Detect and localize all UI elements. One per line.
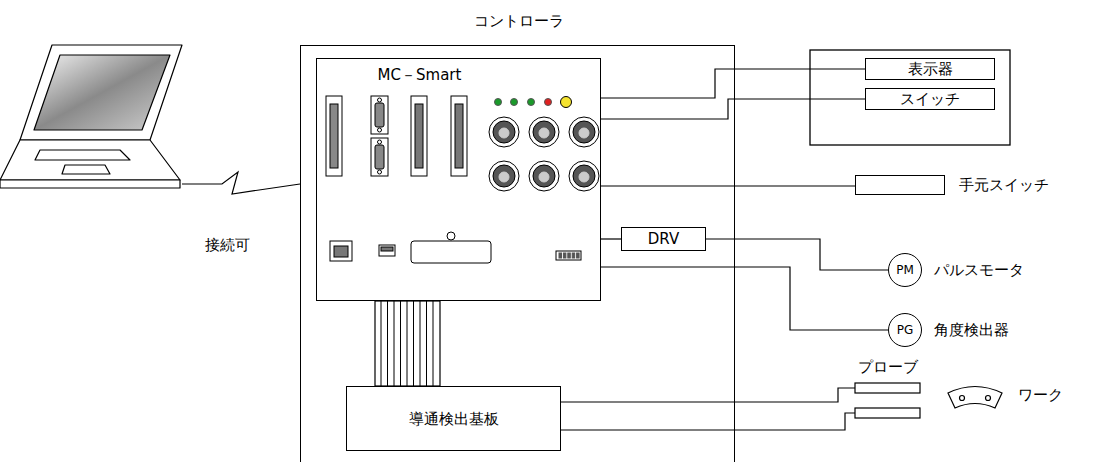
wire bbox=[601, 69, 865, 98]
board-part bbox=[379, 245, 395, 256]
board-part bbox=[561, 97, 572, 108]
board-illustration bbox=[316, 58, 601, 301]
process-box: 導通検出基板 bbox=[346, 386, 561, 451]
board-part bbox=[573, 121, 595, 143]
board-part bbox=[381, 247, 393, 251]
node-label: PG bbox=[897, 323, 914, 337]
node-label: 導通検出基板 bbox=[409, 410, 499, 428]
board-part bbox=[569, 117, 599, 147]
board-part bbox=[378, 98, 382, 102]
board-part bbox=[493, 165, 515, 187]
board-part bbox=[378, 128, 382, 132]
board-part bbox=[499, 128, 509, 138]
board-part bbox=[559, 253, 562, 258]
board-part bbox=[415, 104, 423, 168]
probe bbox=[855, 408, 920, 418]
board-part bbox=[334, 246, 348, 257]
wire bbox=[706, 239, 888, 270]
board-part bbox=[579, 172, 589, 182]
node-label: MC－Smart bbox=[378, 66, 462, 84]
board-part bbox=[577, 253, 580, 258]
side-label: パルスモータ bbox=[934, 261, 1024, 279]
ribbon-cable bbox=[375, 301, 440, 386]
board-part bbox=[375, 145, 384, 169]
encoder-circle: PG角度検出器 bbox=[888, 313, 922, 347]
wire bbox=[601, 186, 855, 187]
board-part bbox=[455, 104, 463, 168]
board-part bbox=[579, 128, 589, 138]
board-part bbox=[375, 103, 384, 127]
board-part bbox=[539, 128, 549, 138]
board-part bbox=[572, 253, 575, 258]
side-label: 角度検出器 bbox=[934, 321, 1009, 339]
board-part bbox=[326, 96, 342, 176]
node-label: コントローラ bbox=[474, 12, 564, 30]
board-part bbox=[529, 117, 559, 147]
board-part bbox=[489, 117, 519, 147]
node-label: PM bbox=[896, 263, 914, 277]
board-part bbox=[495, 99, 502, 106]
controller-box: コントローラMC－Smart導通検出基板DRV bbox=[300, 45, 735, 462]
board-part bbox=[563, 253, 566, 258]
board-part bbox=[539, 172, 549, 182]
note-label: 接続可 bbox=[205, 236, 250, 254]
node-label: スイッチ bbox=[900, 90, 960, 108]
wire bbox=[601, 239, 621, 240]
board-part bbox=[371, 96, 388, 134]
board-part bbox=[533, 165, 555, 187]
work-piece bbox=[948, 387, 1002, 409]
board-part bbox=[378, 140, 382, 144]
board-part bbox=[556, 251, 581, 260]
wire bbox=[601, 267, 888, 330]
part-label: ワーク bbox=[1018, 386, 1063, 404]
board-part bbox=[411, 96, 427, 176]
probe-wire bbox=[560, 388, 855, 430]
board-part bbox=[528, 99, 535, 106]
board-part bbox=[573, 165, 595, 187]
node-label: 手元スイッチ bbox=[959, 176, 1049, 194]
board-part bbox=[489, 161, 519, 191]
switch-box: スイッチ bbox=[865, 88, 995, 110]
wire bbox=[601, 99, 865, 119]
board-part bbox=[330, 241, 352, 261]
hand-switch-box: 手元スイッチ bbox=[855, 175, 945, 195]
board-part bbox=[493, 121, 515, 143]
panel-enclosure bbox=[810, 50, 1010, 145]
board-part bbox=[568, 253, 571, 258]
comm-link bbox=[182, 172, 300, 194]
board-part bbox=[529, 161, 559, 191]
board-part bbox=[378, 170, 382, 174]
board-part bbox=[371, 138, 388, 176]
board-part bbox=[411, 241, 491, 263]
board-part bbox=[511, 99, 518, 106]
board-part bbox=[533, 121, 555, 143]
board-part bbox=[569, 161, 599, 191]
board-part bbox=[330, 104, 338, 168]
node-label: 表示器 bbox=[908, 60, 953, 78]
part-label: プローブ bbox=[858, 358, 918, 376]
node-label: DRV bbox=[648, 230, 679, 248]
probe bbox=[855, 383, 920, 393]
laptop bbox=[0, 45, 182, 188]
driver-box: DRV bbox=[621, 227, 706, 251]
board-part bbox=[499, 172, 509, 182]
board-part bbox=[451, 96, 467, 176]
board-part bbox=[545, 99, 552, 106]
board-part bbox=[447, 232, 455, 240]
motor-circle: PMパルスモータ bbox=[888, 253, 922, 287]
display-box: 表示器 bbox=[865, 58, 995, 80]
board-box: MC－Smart bbox=[316, 58, 601, 301]
